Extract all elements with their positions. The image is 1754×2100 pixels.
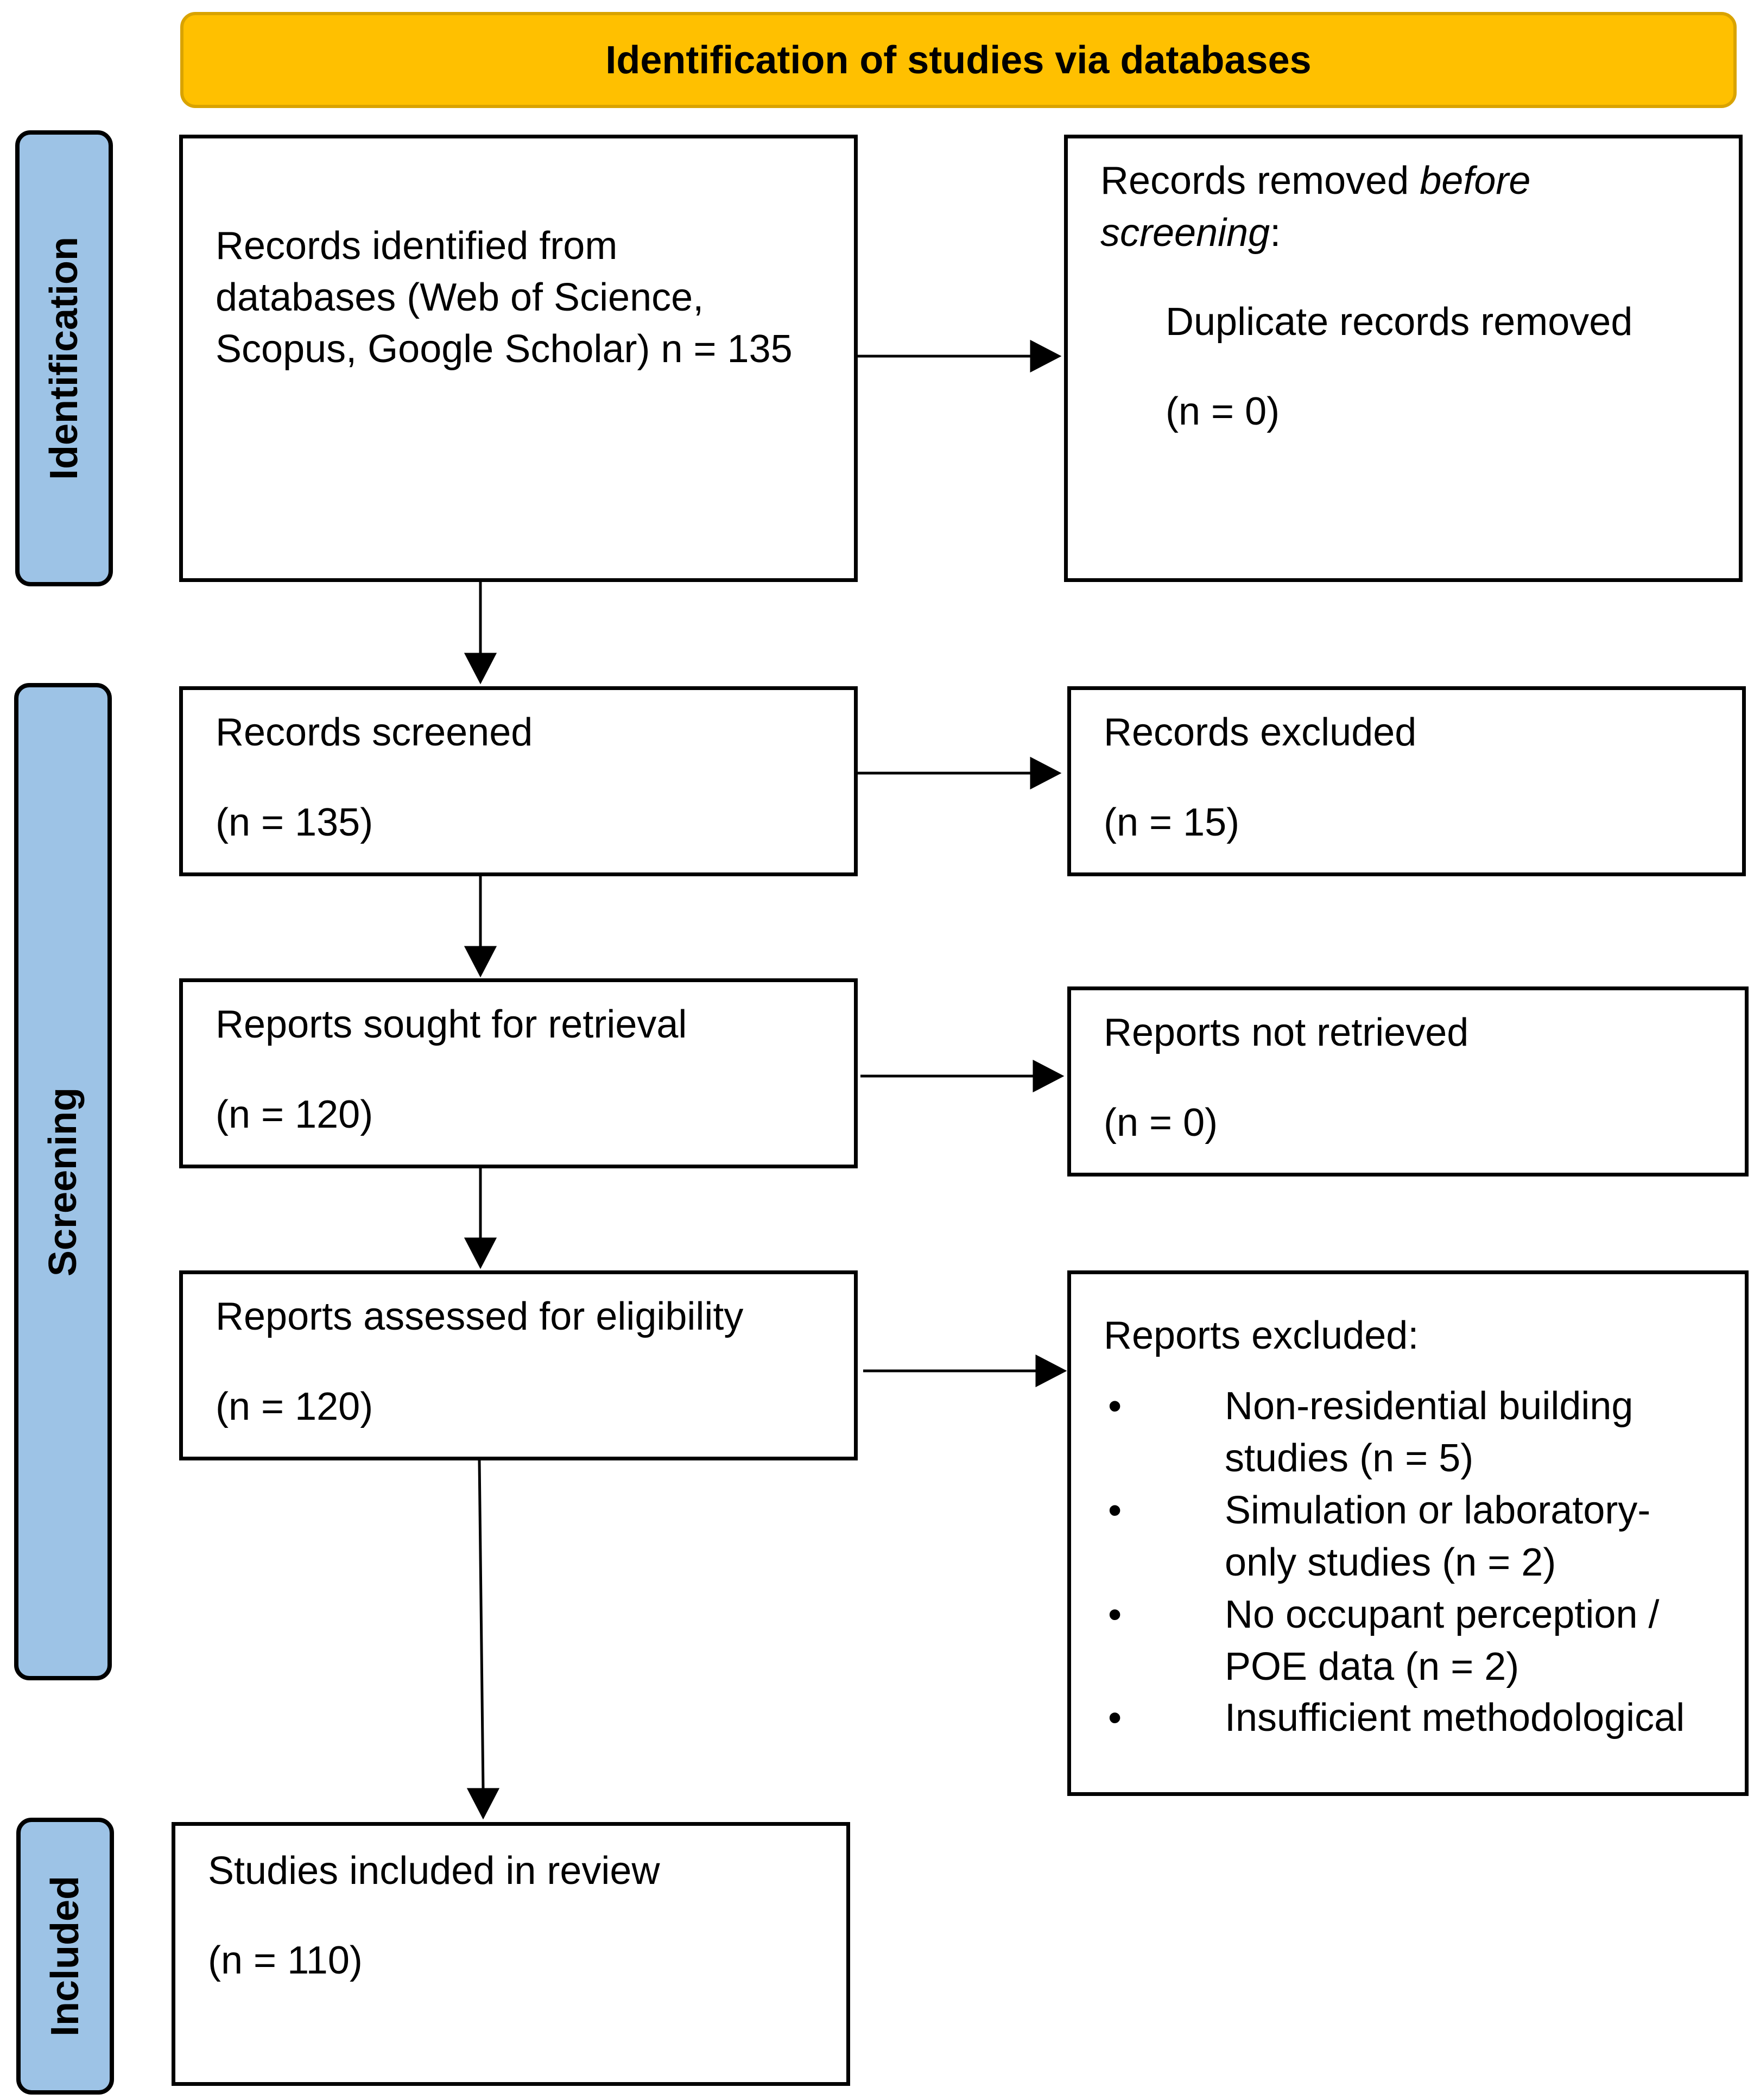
reports-excluded-list: • Non-residential building studies (n = …	[1108, 1380, 1685, 1744]
exclusion-reason-line1: No occupant perception /	[1225, 1593, 1660, 1636]
exclusion-reason-line1: Simulation or laboratory-	[1225, 1489, 1651, 1532]
header-title: Identification of studies via databases	[605, 38, 1312, 82]
arrowhead-icon	[464, 1237, 497, 1269]
records-removed-title-line2: screening:	[1100, 211, 1281, 255]
header-banner: Identification of studies via databases	[180, 12, 1737, 108]
studies-included-count: (n = 110)	[208, 1939, 363, 1982]
records-screened-label: Records screened	[216, 711, 533, 754]
records-identified-line2: databases (Web of Science,	[216, 276, 704, 319]
arrowhead-icon	[464, 946, 497, 978]
phase-identification: Identification	[15, 130, 113, 586]
records-removed-title-line1: Records removed before	[1100, 159, 1531, 203]
reports-sought-box: Reports sought for retrieval (n = 120)	[179, 978, 858, 1168]
reports-assessed-count: (n = 120)	[216, 1385, 373, 1428]
records-excluded-count: (n = 15)	[1104, 801, 1240, 844]
duplicate-records-label: Duplicate records removed	[1166, 300, 1633, 344]
exclusion-reason-line1: Non-residential building	[1225, 1384, 1633, 1428]
phase-included: Included	[16, 1818, 114, 2095]
records-screened-box: Records screened (n = 135)	[179, 686, 858, 876]
records-removed-box: Records removed before screening: Duplic…	[1064, 135, 1743, 582]
reports-excluded-box: Reports excluded: • Non-residential buil…	[1067, 1270, 1749, 1796]
exclusion-reason: • Non-residential building studies (n = …	[1108, 1380, 1685, 1484]
reports-sought-label: Reports sought for retrieval	[216, 1003, 687, 1046]
reports-assessed-label: Reports assessed for eligibility	[216, 1295, 744, 1338]
exclusion-reason: • Insufficient methodological	[1108, 1692, 1685, 1744]
arrowhead-icon	[1033, 1059, 1065, 1093]
phase-screening: Screening	[14, 683, 112, 1680]
records-excluded-label: Records excluded	[1104, 711, 1417, 754]
arrowhead-icon	[466, 1788, 500, 1820]
reports-sought-count: (n = 120)	[216, 1093, 373, 1136]
records-excluded-box: Records excluded (n = 15)	[1067, 686, 1746, 876]
bullet-icon: •	[1108, 1489, 1122, 1532]
exclusion-reason-line1: Insufficient methodological	[1225, 1696, 1685, 1740]
arrowhead-icon	[464, 653, 497, 685]
reports-not-retrieved-box: Reports not retrieved (n = 0)	[1067, 986, 1749, 1176]
exclusion-reason: • No occupant perception / POE data (n =…	[1108, 1589, 1685, 1692]
records-screened-count: (n = 135)	[216, 801, 373, 844]
exclusion-reason: • Simulation or laboratory- only studies…	[1108, 1484, 1685, 1589]
reports-not-retrieved-label: Reports not retrieved	[1104, 1011, 1469, 1054]
records-identified-line3: Scopus, Google Scholar) n = 135	[216, 327, 793, 371]
arrowhead-icon	[1030, 339, 1062, 373]
bullet-icon: •	[1108, 1593, 1122, 1636]
bullet-icon: •	[1108, 1384, 1122, 1428]
exclusion-reason-line2: POE data (n = 2)	[1225, 1645, 1519, 1688]
exclusion-reason-line2: studies (n = 5)	[1225, 1437, 1474, 1480]
bullet-icon: •	[1108, 1696, 1122, 1740]
records-identified-box: Records identified from databases (Web o…	[179, 135, 858, 582]
arrowhead-icon	[1035, 1354, 1067, 1388]
reports-assessed-box: Reports assessed for eligibility (n = 12…	[179, 1270, 858, 1460]
duplicate-records-count: (n = 0)	[1166, 390, 1280, 433]
exclusion-reason-line2: only studies (n = 2)	[1225, 1541, 1556, 1584]
records-identified-line1: Records identified from	[216, 224, 618, 268]
studies-included-label: Studies included in review	[208, 1849, 660, 1893]
arrow-assessed-to-included	[478, 1460, 485, 1790]
studies-included-box: Studies included in review (n = 110)	[172, 1822, 850, 2086]
reports-excluded-label: Reports excluded:	[1104, 1314, 1419, 1357]
reports-not-retrieved-count: (n = 0)	[1104, 1101, 1218, 1144]
arrowhead-icon	[1030, 756, 1062, 790]
